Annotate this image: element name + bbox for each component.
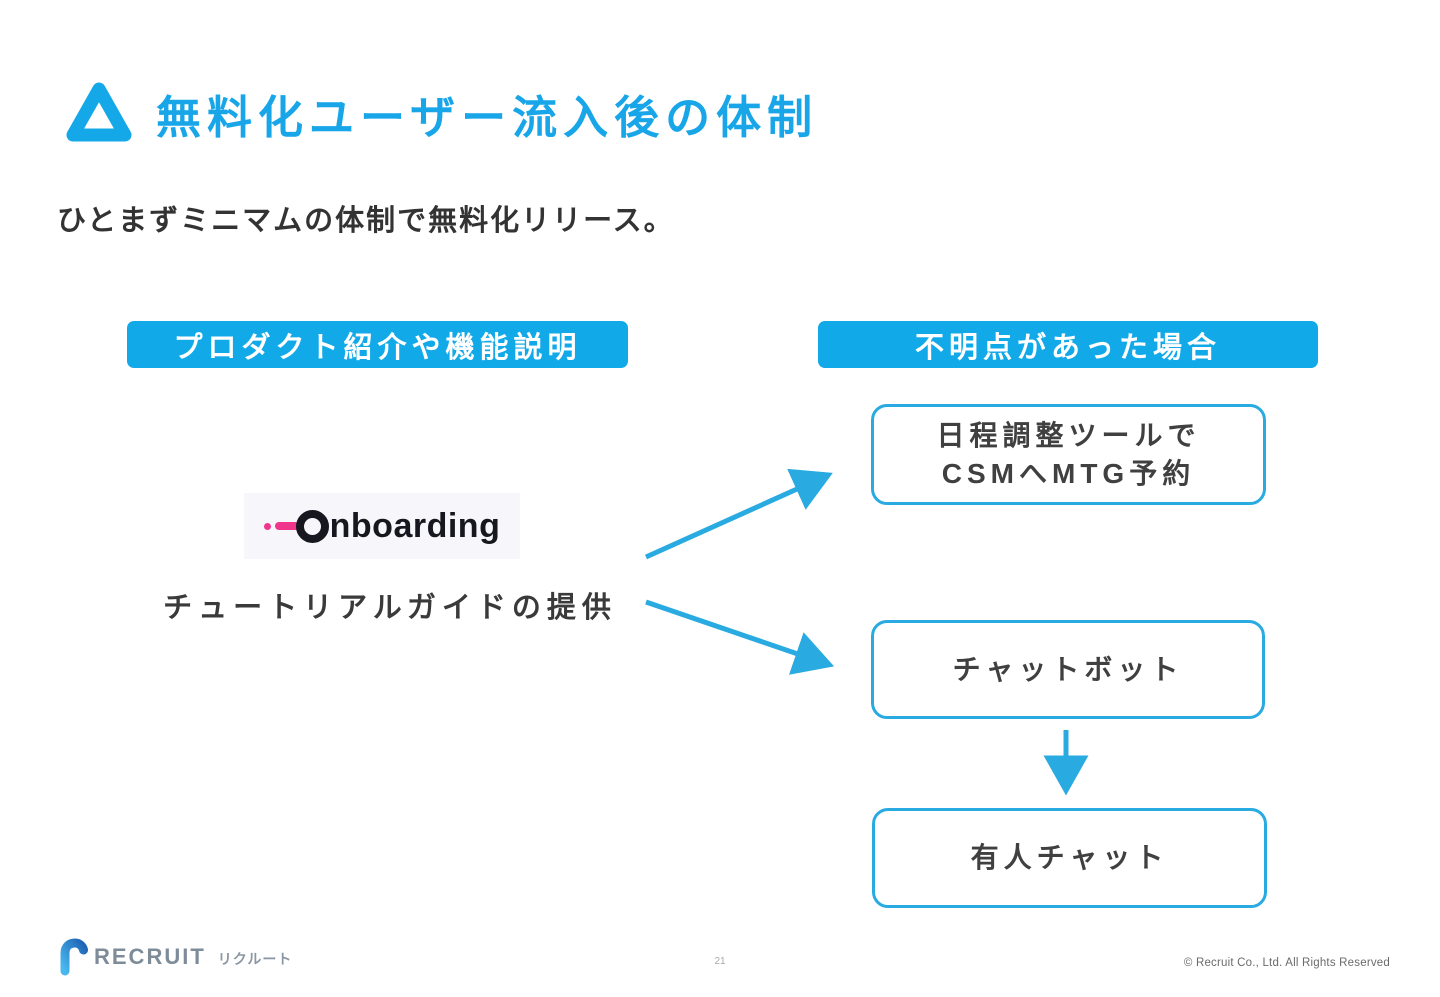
onboarding-dot-icon bbox=[263, 522, 271, 530]
triangle-logo-icon bbox=[66, 82, 132, 142]
arrow-to-chatbot-box bbox=[645, 599, 835, 675]
arrow-to-mtg-box bbox=[644, 468, 833, 560]
onboarding-logo: nboarding bbox=[244, 493, 520, 559]
onboarding-logo-inner: nboarding bbox=[263, 506, 501, 546]
recruit-logo: RECRUIT リクルート bbox=[58, 938, 292, 976]
recruit-wordmark: RECRUIT bbox=[94, 944, 206, 969]
copyright-text: © Recruit Co., Ltd. All Rights Reserved bbox=[1183, 957, 1390, 969]
mtg-box-line-2: CSMへMTG予約 bbox=[941, 457, 1196, 489]
mtg-reservation-box: 日程調整ツールで CSMへMTG予約 bbox=[871, 404, 1266, 505]
recruit-kana-text: リクルート bbox=[217, 951, 293, 967]
page-number: 21 bbox=[714, 956, 726, 967]
chatbot-box: チャットボット bbox=[871, 620, 1265, 719]
onboarding-dash-icon bbox=[274, 522, 299, 530]
tutorial-guide-caption: チュートリアルガイドの提供 bbox=[163, 592, 617, 624]
onboarding-logo-text: nboarding bbox=[329, 506, 501, 545]
left-column-header: プロダクト紹介や機能説明 bbox=[127, 321, 628, 368]
recruit-mark-icon bbox=[60, 938, 88, 976]
right-column-header: 不明点があった場合 bbox=[818, 321, 1318, 368]
onboarding-o-ring-icon bbox=[295, 509, 329, 543]
page-title: 無料化ユーザー流入後の体制 bbox=[156, 91, 819, 143]
mtg-box-line-1: 日程調整ツールで bbox=[936, 419, 1201, 451]
human-chat-box: 有人チャット bbox=[872, 808, 1267, 908]
slide-header: 無料化ユーザー流入後の体制 bbox=[60, 76, 818, 150]
slide-subtitle: ひとまずミニマムの体制で無料化リリース。 bbox=[57, 205, 675, 237]
chatbot-box-label: チャットボット bbox=[952, 653, 1184, 685]
human-chat-box-label: 有人チャット bbox=[970, 842, 1169, 874]
